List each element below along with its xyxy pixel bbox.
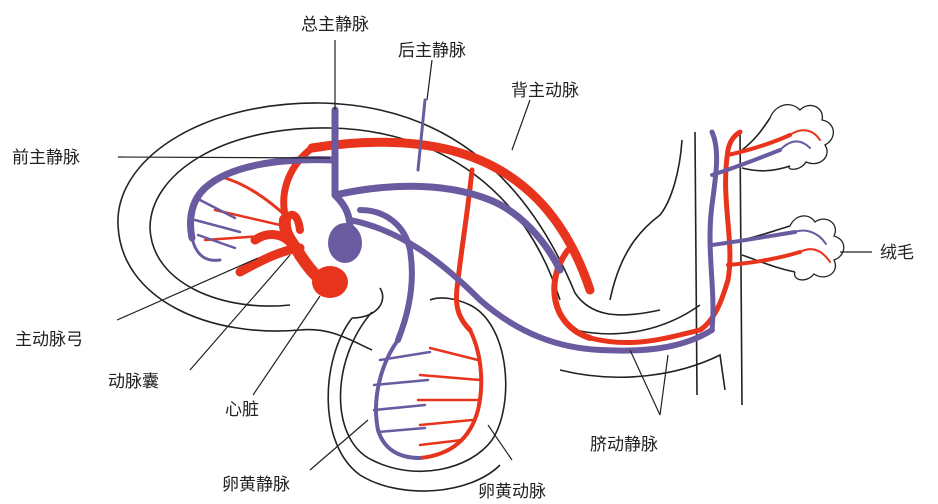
label-vitelline-vein: 卵黄静脉 — [222, 475, 290, 494]
label-villi: 绒毛 — [880, 243, 914, 262]
leader-heart — [253, 296, 320, 395]
leader-aortic-arch — [117, 258, 258, 320]
arteries — [205, 130, 830, 458]
leader-posterior-cardinal-vein — [427, 60, 432, 100]
label-dorsal-aorta: 背主动脉 — [511, 81, 579, 100]
label-common-cardinal-vein: 总主静脉 — [301, 15, 369, 34]
sinus-venosus — [328, 223, 362, 263]
leader-umbilical-1 — [630, 350, 660, 415]
leader-vitelline-artery — [488, 425, 512, 460]
leader-vitelline-vein — [310, 420, 368, 470]
label-heart: 心脏 — [225, 400, 259, 419]
label-umbilical-vessels: 脐动静脉 — [590, 435, 658, 454]
heart — [312, 266, 348, 298]
label-anterior-cardinal-vein: 前主静脉 — [12, 148, 80, 167]
label-bulbus-arteriosus: 动脉囊 — [108, 372, 159, 391]
label-posterior-cardinal-vein: 后主静脉 — [398, 41, 466, 60]
leader-umbilical-2 — [660, 355, 668, 415]
label-aortic-arch: 主动脉弓 — [15, 330, 83, 349]
label-vitelline-artery: 卵黄动脉 — [478, 482, 546, 501]
leader-dorsal-aorta — [512, 100, 530, 150]
